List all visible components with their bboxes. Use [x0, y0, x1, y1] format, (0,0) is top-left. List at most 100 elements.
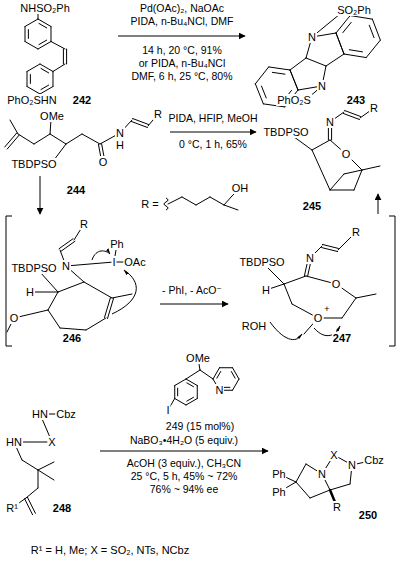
condition-text: DMF, 6 h, 25 °C, 80%	[130, 70, 233, 82]
condition-text: NaBO₃•4H₂O (5 equiv.)	[129, 434, 239, 446]
bond-line	[40, 87, 53, 95]
reaction-arrow	[170, 132, 256, 133]
bond-line	[41, 85, 49, 89]
bond-line	[261, 86, 266, 98]
compound-number: 243	[346, 94, 366, 106]
atom-label: R	[79, 218, 89, 230]
atom-label: O	[331, 278, 342, 290]
reaction-arrow	[160, 304, 228, 305]
bond-line	[233, 368, 240, 379]
bond-line	[330, 174, 344, 190]
atom-label: N	[305, 252, 315, 264]
bond-line	[322, 244, 338, 248]
bond-line	[366, 40, 380, 57]
condition-text: AcOH (3 equiv.), CH₃CN	[126, 457, 242, 469]
bond-line	[175, 399, 186, 406]
atom-label: TBDPSO	[10, 158, 57, 170]
atom-label: HN	[5, 436, 23, 448]
charge-sign: +	[323, 305, 330, 314]
bond-line	[213, 368, 220, 379]
bond-line	[27, 72, 28, 87]
atom-label: Ph	[109, 238, 124, 250]
bond-line	[38, 42, 51, 50]
bond-group	[5, 11, 381, 515]
bond-line	[344, 54, 366, 58]
bond-line	[231, 372, 235, 379]
bracket	[389, 216, 395, 346]
bond-line	[186, 399, 197, 406]
bond-line	[233, 379, 240, 390]
compound-number: 248	[52, 502, 72, 514]
bond-line	[66, 134, 82, 144]
bond-line	[51, 42, 65, 50]
atom-label: N	[317, 80, 327, 92]
bond-line	[27, 64, 40, 72]
bond-line	[187, 397, 194, 401]
bond-line	[10, 120, 18, 134]
atom-label: N	[115, 127, 125, 139]
bond-line	[269, 67, 290, 70]
atom-label: Cbz	[55, 408, 77, 420]
condition-text: PIDA, HFIP, MeOH	[167, 112, 258, 124]
bond-line	[133, 119, 149, 125]
bond-line	[168, 197, 182, 204]
atom-label: OH	[231, 182, 250, 194]
bond-line	[330, 484, 350, 490]
bond-line	[210, 197, 224, 205]
bond-line	[290, 58, 306, 70]
atom-label: Ph	[271, 486, 286, 498]
condition-text: 14 h, 20 °C, 91%	[141, 44, 223, 56]
bond-line	[28, 30, 29, 39]
bond-line	[38, 470, 39, 488]
bond-line	[330, 190, 354, 191]
bond-line	[336, 33, 344, 54]
bond-line	[342, 298, 356, 318]
condition-text: 249 (15 mol%)	[165, 420, 235, 432]
atom-label: N	[215, 384, 225, 396]
condition-text: 0 °C, 1 h, 65%	[178, 138, 248, 150]
bond-line	[112, 294, 132, 298]
condition-text: PIDA, n-Bu₄NCl, DMF	[130, 15, 235, 27]
bond-line	[343, 113, 359, 119]
compound-number: 245	[302, 200, 322, 212]
bond-line	[349, 50, 362, 52]
atom-label: N	[325, 116, 335, 128]
bond-line	[25, 499, 33, 515]
atom-label: H	[261, 284, 271, 296]
bond-line	[343, 22, 351, 32]
atom-label: TBDPSO	[238, 256, 285, 268]
atom-label: I	[111, 256, 116, 268]
atom-label: O	[341, 148, 352, 160]
atom-label: N	[307, 31, 317, 43]
atom-label: H	[25, 286, 35, 298]
bond-line	[290, 70, 298, 90]
bond-line	[369, 25, 374, 37]
bond-line	[284, 276, 306, 284]
bond-line	[296, 464, 306, 482]
bond-line	[220, 367, 233, 368]
bond-line	[38, 470, 54, 480]
bond-line	[50, 27, 51, 42]
atom-label: O	[98, 156, 109, 168]
atom-label: X	[47, 436, 56, 448]
reaction-arrow	[118, 36, 245, 37]
bond-line	[84, 282, 112, 298]
bond-line	[296, 482, 310, 498]
bond-line	[108, 298, 114, 318]
bond-line	[25, 27, 26, 42]
bond-line	[306, 58, 326, 66]
bond-line	[30, 75, 31, 84]
bond-line	[177, 388, 178, 396]
atom-label: SO₂Ph	[336, 4, 372, 16]
atom-label: NHSO₂Ph	[19, 2, 71, 14]
wavy-bond	[164, 198, 168, 210]
bond-line	[284, 284, 292, 304]
bond-line	[82, 134, 100, 144]
atom-label: I	[165, 404, 170, 416]
atom-label: R¹	[5, 502, 19, 514]
bond-line	[7, 135, 19, 149]
bond-line	[50, 134, 66, 144]
atom-label: TBDPSO	[10, 262, 57, 274]
atom-label: R	[153, 108, 163, 120]
